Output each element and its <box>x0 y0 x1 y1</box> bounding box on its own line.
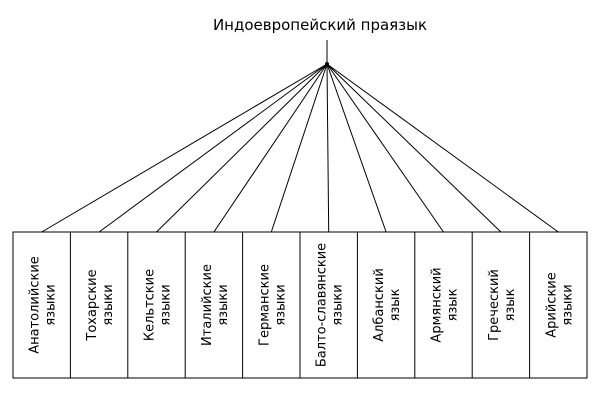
branch-label-line1: Арийские <box>544 272 559 338</box>
branch-label-line2: языки <box>44 284 59 325</box>
branch-line <box>98 63 328 233</box>
branch-label-line1: Армянский <box>430 267 445 342</box>
branch-line <box>326 63 502 233</box>
branch-label-line1: Албанский <box>372 268 387 342</box>
branch-label-line1: Кельтские <box>143 269 158 341</box>
branch-label-line2: языки <box>331 284 346 325</box>
branch-label-line2: языки <box>101 284 116 325</box>
branch-label-line1: Анатолийские <box>28 256 43 354</box>
branch-label-line2: язык <box>446 288 461 321</box>
root-label: Индоевропейский праязык <box>212 16 428 34</box>
branch-line <box>326 63 330 233</box>
branch-line <box>326 63 444 233</box>
branch-label-line2: языки <box>216 284 231 325</box>
branch-label-line2: язык <box>388 288 403 321</box>
branch-line <box>41 63 328 233</box>
branch-line <box>270 63 328 233</box>
branch-line <box>326 63 559 233</box>
branch-line <box>213 63 328 233</box>
root-node <box>325 62 329 66</box>
branch-label-line1: Греческий <box>487 269 502 341</box>
branch-label-line1: Тохарские <box>85 269 100 341</box>
branch-label-line1: Германские <box>257 264 272 346</box>
branch-label-line2: языки <box>560 284 575 325</box>
branch-line <box>326 63 387 233</box>
branch-label-line1: Балто-славянские <box>315 243 330 367</box>
branch-line <box>156 63 328 233</box>
branch-label-line2: язык <box>503 288 518 321</box>
branch-label-line2: языки <box>159 284 174 325</box>
branch-label-line1: Италийские <box>200 264 215 346</box>
branch-label-line2: языки <box>273 284 288 325</box>
